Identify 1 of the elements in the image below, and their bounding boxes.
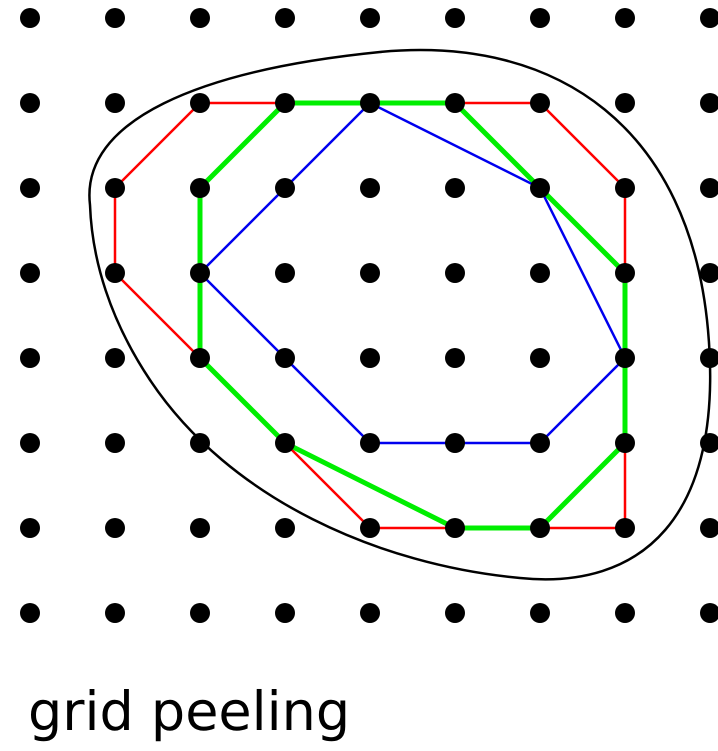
caption: grid peeling <box>28 680 350 744</box>
